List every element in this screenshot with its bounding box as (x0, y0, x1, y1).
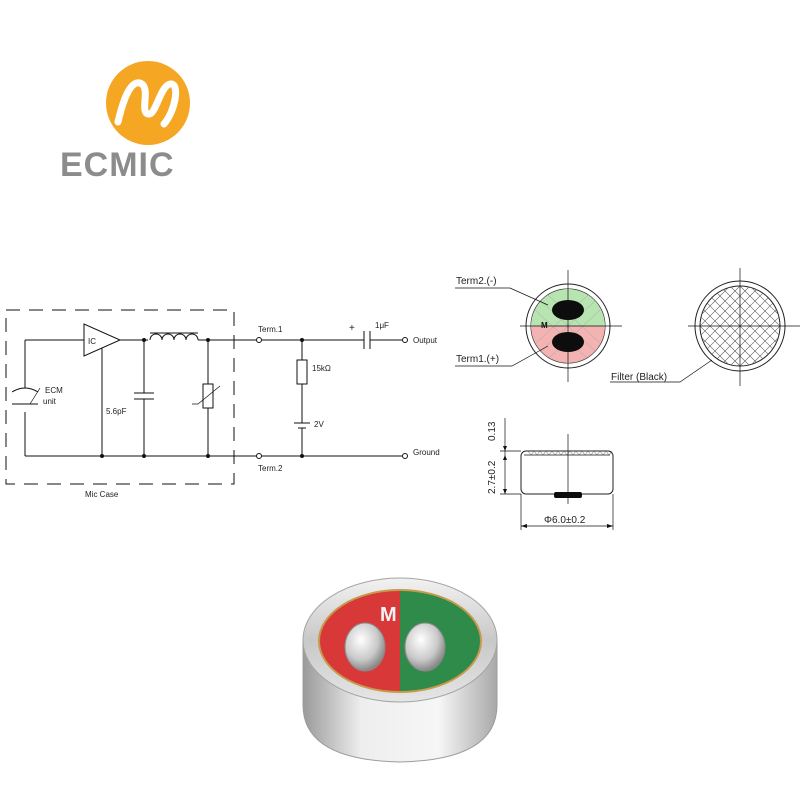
terminal-view-drawing: M Term2.(-) Term1.(+) (455, 270, 622, 382)
brand-logo: ECMIC (60, 61, 190, 184)
ground-node (402, 453, 408, 459)
terminal-m-mark: M (541, 321, 548, 330)
inductor-symbol (149, 333, 199, 341)
terminal-2-node (256, 453, 262, 459)
term2-label: Term.2 (258, 464, 283, 473)
solder-pad-left (344, 622, 386, 672)
output-node (402, 337, 408, 343)
dim-top-thickness: 0.13 (487, 421, 498, 441)
solder-pad-right (404, 622, 446, 672)
logo-m-glyph (114, 79, 180, 128)
terminal-1-node (256, 337, 262, 343)
term1-label: Term1.(+) (456, 354, 499, 365)
ic-label: IC (88, 337, 96, 346)
cap-5-6pf-label: 5.6pF (106, 407, 127, 416)
output-label: Output (413, 336, 438, 345)
filter-view-drawing: Filter (Black) (610, 268, 800, 386)
product-photo: M (302, 577, 498, 763)
term2-label: Term2.(-) (456, 276, 497, 287)
cap-1uf-label: 1μF (375, 321, 389, 330)
circuit-diagram: Mic Case ECM unit IC 5.6pF (5, 309, 440, 499)
side-mesh-strip (527, 450, 613, 456)
ecm-label-2: unit (43, 397, 57, 406)
photo-m-mark: M (380, 604, 397, 626)
mic-case-label: Mic Case (85, 490, 119, 499)
term1-label: Term.1 (258, 325, 283, 334)
resistor-label: 15kΩ (312, 364, 331, 373)
filter-label: Filter (Black) (611, 372, 667, 383)
side-view-drawing: 0.13 2.7±0.2 Φ6.0±0.2 (487, 418, 614, 530)
brand-name: ECMIC (60, 146, 175, 184)
cap-plus-sign: + (349, 323, 355, 334)
voltage-label: 2V (314, 420, 324, 429)
dim-diameter: Φ6.0±0.2 (544, 515, 586, 526)
mic-case-outline (5, 309, 235, 485)
ecm-label-1: ECM (45, 386, 63, 395)
ecm-capacitor-top (11, 387, 39, 393)
dim-height: 2.7±0.2 (487, 460, 498, 494)
resistor-15k-symbol (296, 359, 308, 385)
ground-label: Ground (413, 448, 440, 457)
